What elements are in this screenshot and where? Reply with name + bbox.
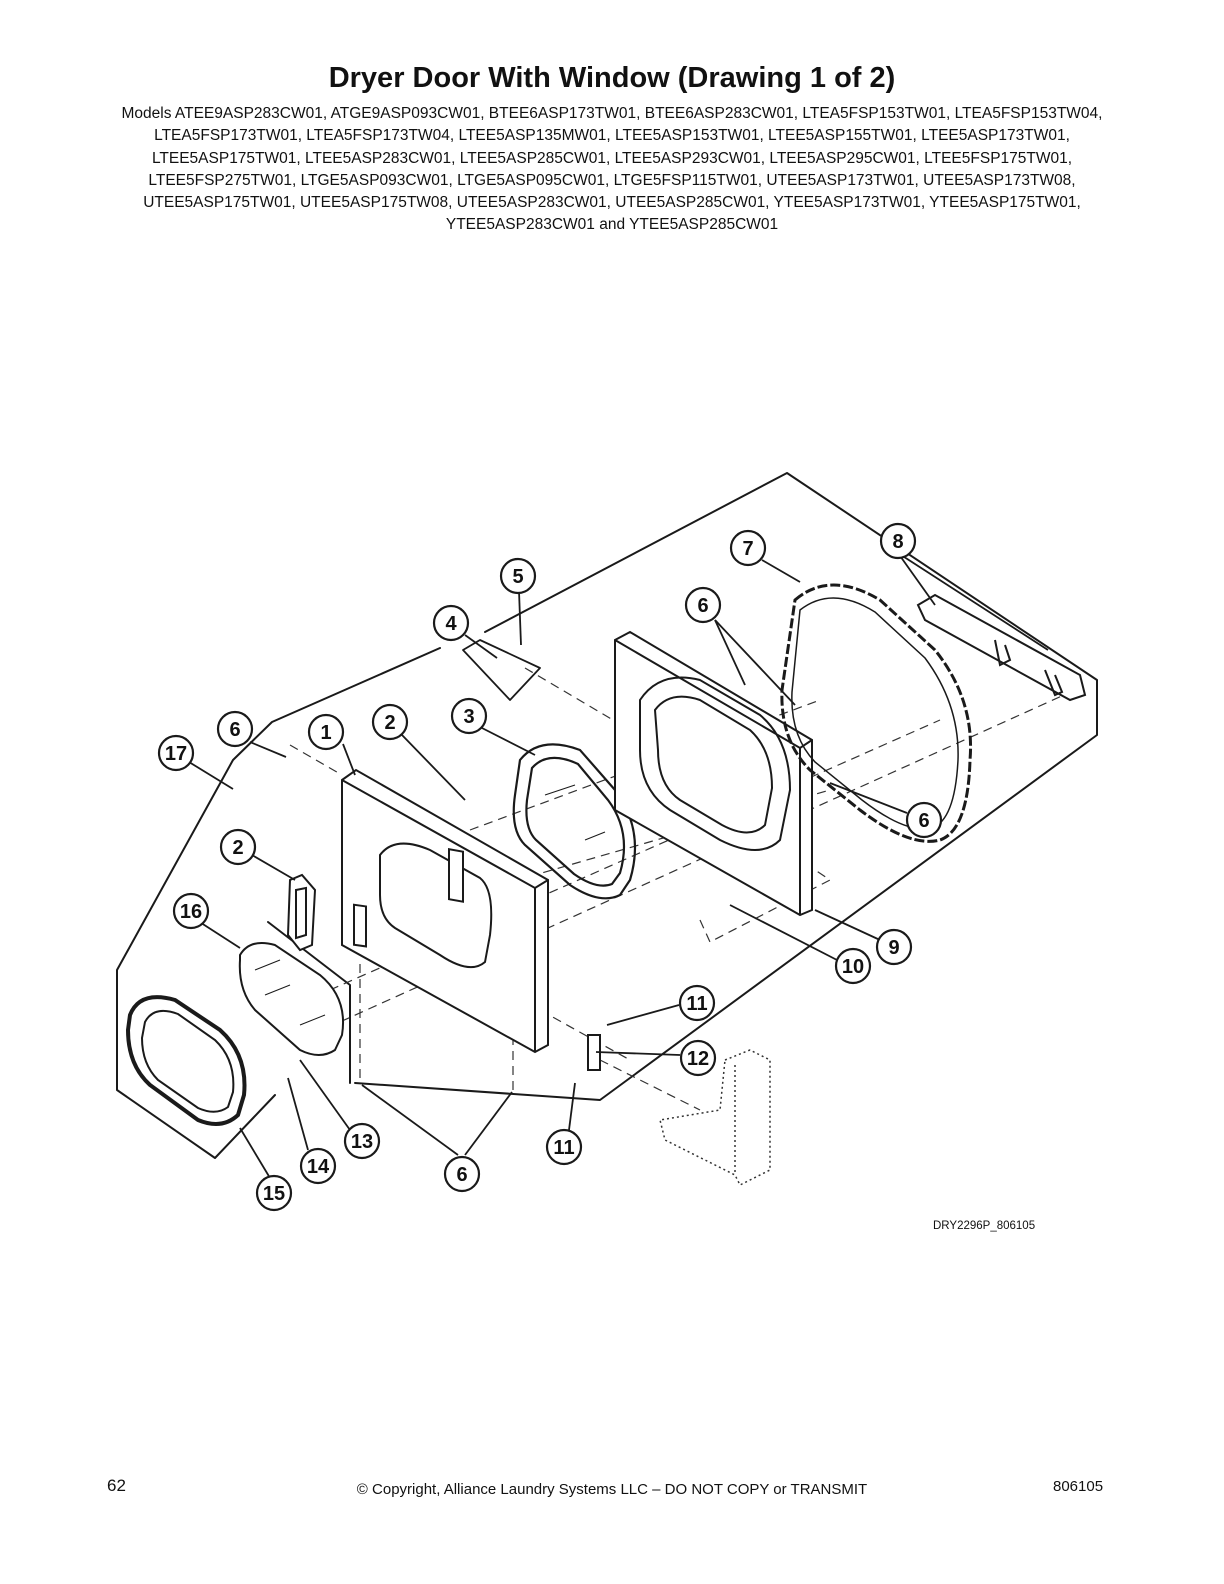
callouts (157, 522, 943, 1212)
inner-door-panel (614, 630, 813, 917)
callout-label-10: 10 (842, 956, 864, 978)
door-panel (341, 768, 549, 1054)
callout-11-lower (545, 1128, 583, 1166)
callout-1 (307, 713, 345, 751)
outer-trim-ring (125, 995, 247, 1126)
callout-label-11-lower: 11 (553, 1137, 574, 1159)
callout-label-2-lower: 2 (232, 837, 243, 859)
leader-lines (188, 552, 1049, 1179)
callout-label-6-right: 6 (918, 810, 929, 832)
callout-label-11-upper: 11 (686, 993, 707, 1015)
callout-label-12: 12 (687, 1048, 709, 1070)
left-outline (116, 647, 441, 1159)
callout-label-8: 8 (892, 531, 903, 553)
outer-glass (238, 942, 344, 1056)
cabinet-reference (659, 1049, 771, 1187)
callout-label-13: 13 (351, 1131, 373, 1153)
latch-bracket-lower (286, 873, 317, 952)
callout-label-6-bottom: 6 (456, 1164, 467, 1186)
copyright-notice: © Copyright, Alliance Laundry Systems LL… (356, 1481, 868, 1498)
callout-label-15: 15 (263, 1183, 285, 1205)
callout-6-right (905, 801, 943, 839)
bracket-panel (462, 639, 541, 701)
door-handle (916, 593, 1087, 702)
drawing-reference: DRY2296P_806105 (933, 1220, 1036, 1232)
page-number: 62 (107, 1476, 126, 1495)
assembly-outline (354, 472, 1098, 1101)
callout-label-2-upper: 2 (384, 712, 395, 734)
callout-13 (343, 1122, 381, 1160)
latch-bracket-upper (448, 847, 464, 903)
callout-6-bottom (443, 1155, 481, 1193)
callout-11-upper (678, 984, 716, 1022)
callout-9 (875, 928, 913, 966)
callout-17 (157, 734, 195, 772)
callout-label-14: 14 (307, 1156, 330, 1178)
models-list: Models ATEE9ASP283CW01, ATGE9ASP093CW01,… (121, 105, 1103, 234)
callout-6-top (684, 586, 722, 624)
callout-label-1: 1 (320, 722, 331, 744)
callout-label-6-top: 6 (697, 595, 708, 617)
callout-4 (432, 604, 470, 642)
callout-10 (834, 947, 872, 985)
callout-label-6-left: 6 (229, 719, 240, 741)
callout-2-lower (219, 828, 257, 866)
inner-glass-frame (512, 743, 637, 900)
callout-label-3: 3 (463, 706, 474, 728)
callout-7 (729, 529, 767, 567)
callout-14 (299, 1147, 337, 1185)
callout-label-5: 5 (512, 566, 523, 588)
callout-8 (879, 522, 917, 560)
door-gasket (780, 583, 973, 843)
callout-label-17: 17 (165, 743, 187, 765)
document-number: 806105 (1053, 1478, 1104, 1495)
callout-label-9: 9 (888, 937, 899, 959)
callout-label-7: 7 (742, 538, 753, 560)
callout-15 (255, 1174, 293, 1212)
callout-label-4: 4 (445, 613, 457, 635)
callout-12 (679, 1039, 717, 1077)
callout-16 (172, 892, 210, 930)
callout-6-left (216, 710, 254, 748)
callout-2-upper (371, 703, 409, 741)
page-title: Dryer Door With Window (Drawing 1 of 2) (328, 62, 896, 94)
callout-5 (499, 557, 537, 595)
callout-label-16: 16 (180, 901, 202, 923)
callout-3 (450, 697, 488, 735)
